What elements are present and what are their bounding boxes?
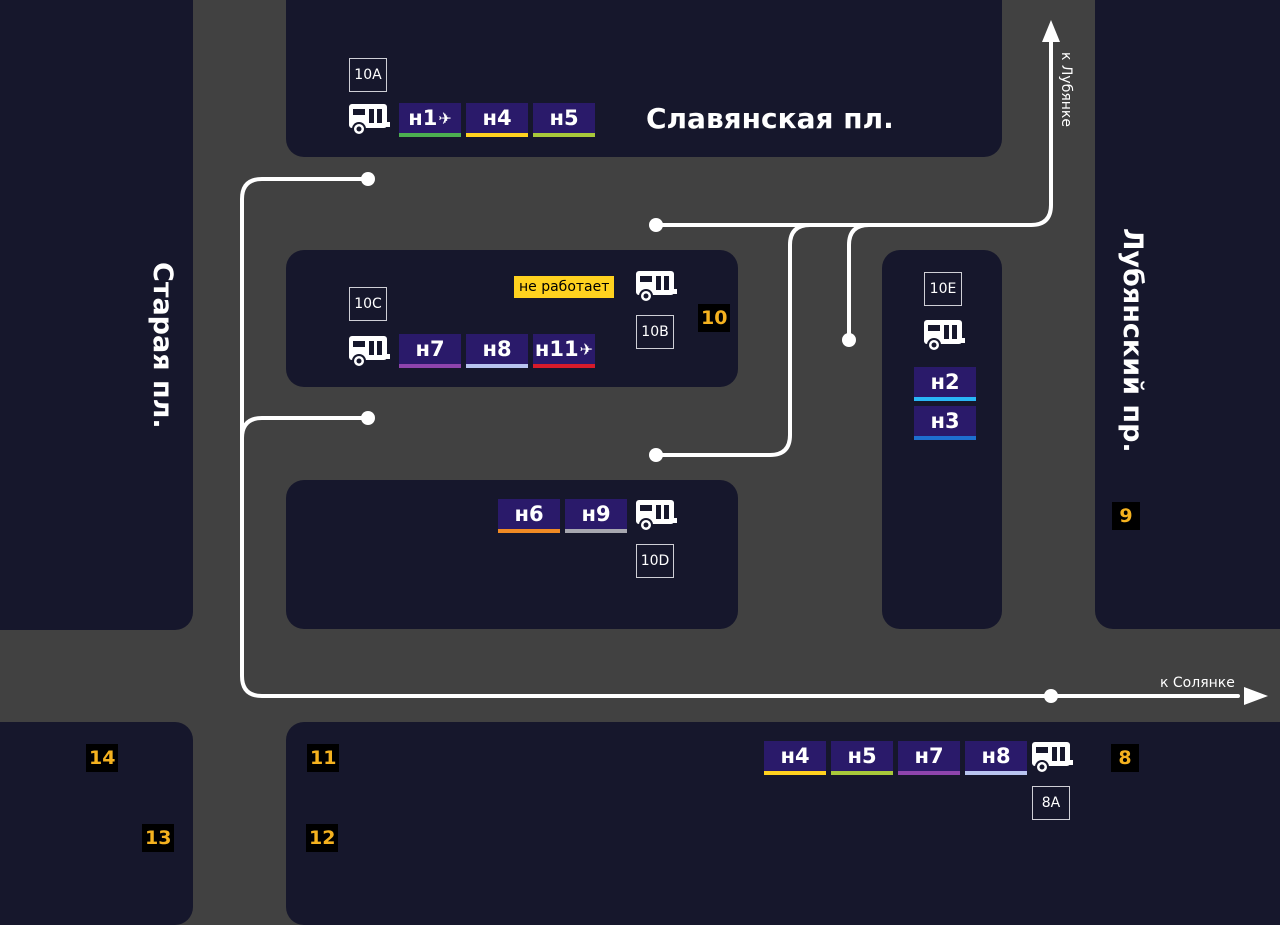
street-label-lubyansky: Лубянский пр.: [1117, 228, 1148, 453]
stop-code-8a: 8A: [1032, 786, 1070, 820]
route-list-10e: н2 н3: [914, 367, 976, 440]
route-path-10c: [240, 416, 370, 440]
route-color-bar: [466, 364, 528, 368]
route-color-bar: [466, 133, 528, 137]
route-badge[interactable]: н7: [898, 741, 960, 775]
street-label-slavyanskaya: Славянская пл.: [646, 102, 894, 135]
stop-dot-10a: [361, 172, 375, 186]
route-badge[interactable]: н6: [498, 499, 560, 533]
route-badge[interactable]: н11✈: [533, 334, 595, 368]
route-color-bar: [831, 771, 893, 775]
stop-dot-10c: [361, 411, 375, 425]
arrow-up-lubyanka-icon: [1042, 20, 1060, 42]
direction-label-lubyanka: к Лубянке: [1058, 52, 1074, 127]
street-label-staraya: Старая пл.: [147, 262, 178, 429]
status-badge-not-working: не работает: [514, 276, 615, 298]
exit-number-11: 11: [307, 744, 340, 772]
exit-number-8: 8: [1111, 744, 1139, 772]
route-list-10a: н1✈ н4 н5: [399, 103, 595, 137]
walking-routes: [240, 20, 1268, 705]
route-color-bar: [898, 771, 960, 775]
stop-code-10a: 10A: [349, 58, 387, 92]
route-color-bar: [399, 364, 461, 368]
route-color-bar: [914, 436, 976, 440]
stop-code-10b: 10B: [636, 315, 674, 349]
bus-icon: [349, 336, 390, 368]
route-color-bar: [764, 771, 826, 775]
route-badge[interactable]: н5: [533, 103, 595, 137]
stop-code-10d: 10D: [636, 544, 674, 578]
route-color-bar: [565, 529, 627, 533]
stop-dot-8a: [1044, 689, 1058, 703]
airplane-icon: ✈: [579, 339, 594, 359]
exit-number-10: 10: [698, 304, 731, 332]
bus-icon: [636, 271, 677, 303]
route-path-10b: [654, 36, 1053, 227]
route-color-bar: [399, 133, 461, 137]
airplane-icon: ✈: [438, 108, 452, 128]
stop-code-10c: 10C: [349, 287, 387, 321]
bus-icon: [924, 320, 965, 352]
route-badge[interactable]: н8: [466, 334, 528, 368]
arrow-right-solyanka-icon: [1244, 687, 1268, 705]
bus-icon: [1032, 742, 1073, 774]
route-path-10a: [240, 177, 1240, 698]
stop-dot-10e: [842, 333, 856, 347]
route-list-8a: н4 н5 н7 н8: [764, 741, 1027, 775]
route-badge[interactable]: н4: [764, 741, 826, 775]
block-top-left: [0, 0, 193, 630]
bus-icon: [636, 500, 677, 532]
route-color-bar: [533, 133, 595, 137]
route-badge[interactable]: н1✈: [399, 103, 461, 137]
route-badge[interactable]: н3: [914, 406, 976, 440]
route-badge[interactable]: н5: [831, 741, 893, 775]
route-color-bar: [498, 529, 560, 533]
exit-number-12: 12: [306, 824, 339, 852]
route-color-bar: [914, 397, 976, 401]
stop-dot-10d: [649, 448, 663, 462]
exit-number-13: 13: [142, 824, 175, 852]
exit-number-14: 14: [86, 744, 119, 772]
route-color-bar: [533, 364, 595, 368]
route-badge[interactable]: н2: [914, 367, 976, 401]
route-badge[interactable]: н8: [965, 741, 1027, 775]
route-badge[interactable]: н9: [565, 499, 627, 533]
stop-dot-10b: [649, 218, 663, 232]
stop-code-10e: 10E: [924, 272, 962, 306]
route-color-bar: [965, 771, 1027, 775]
route-list-10c: н7 н8 н11✈: [399, 334, 595, 368]
route-badge[interactable]: н4: [466, 103, 528, 137]
route-badge[interactable]: н7: [399, 334, 461, 368]
exit-number-9: 9: [1112, 502, 1140, 530]
route-list-10d: н6 н9: [498, 499, 627, 533]
route-path-10e: [847, 223, 871, 342]
route-path-10d: [654, 223, 812, 457]
direction-label-solyanka: к Солянке: [1160, 675, 1235, 691]
bus-icon: [349, 104, 390, 136]
